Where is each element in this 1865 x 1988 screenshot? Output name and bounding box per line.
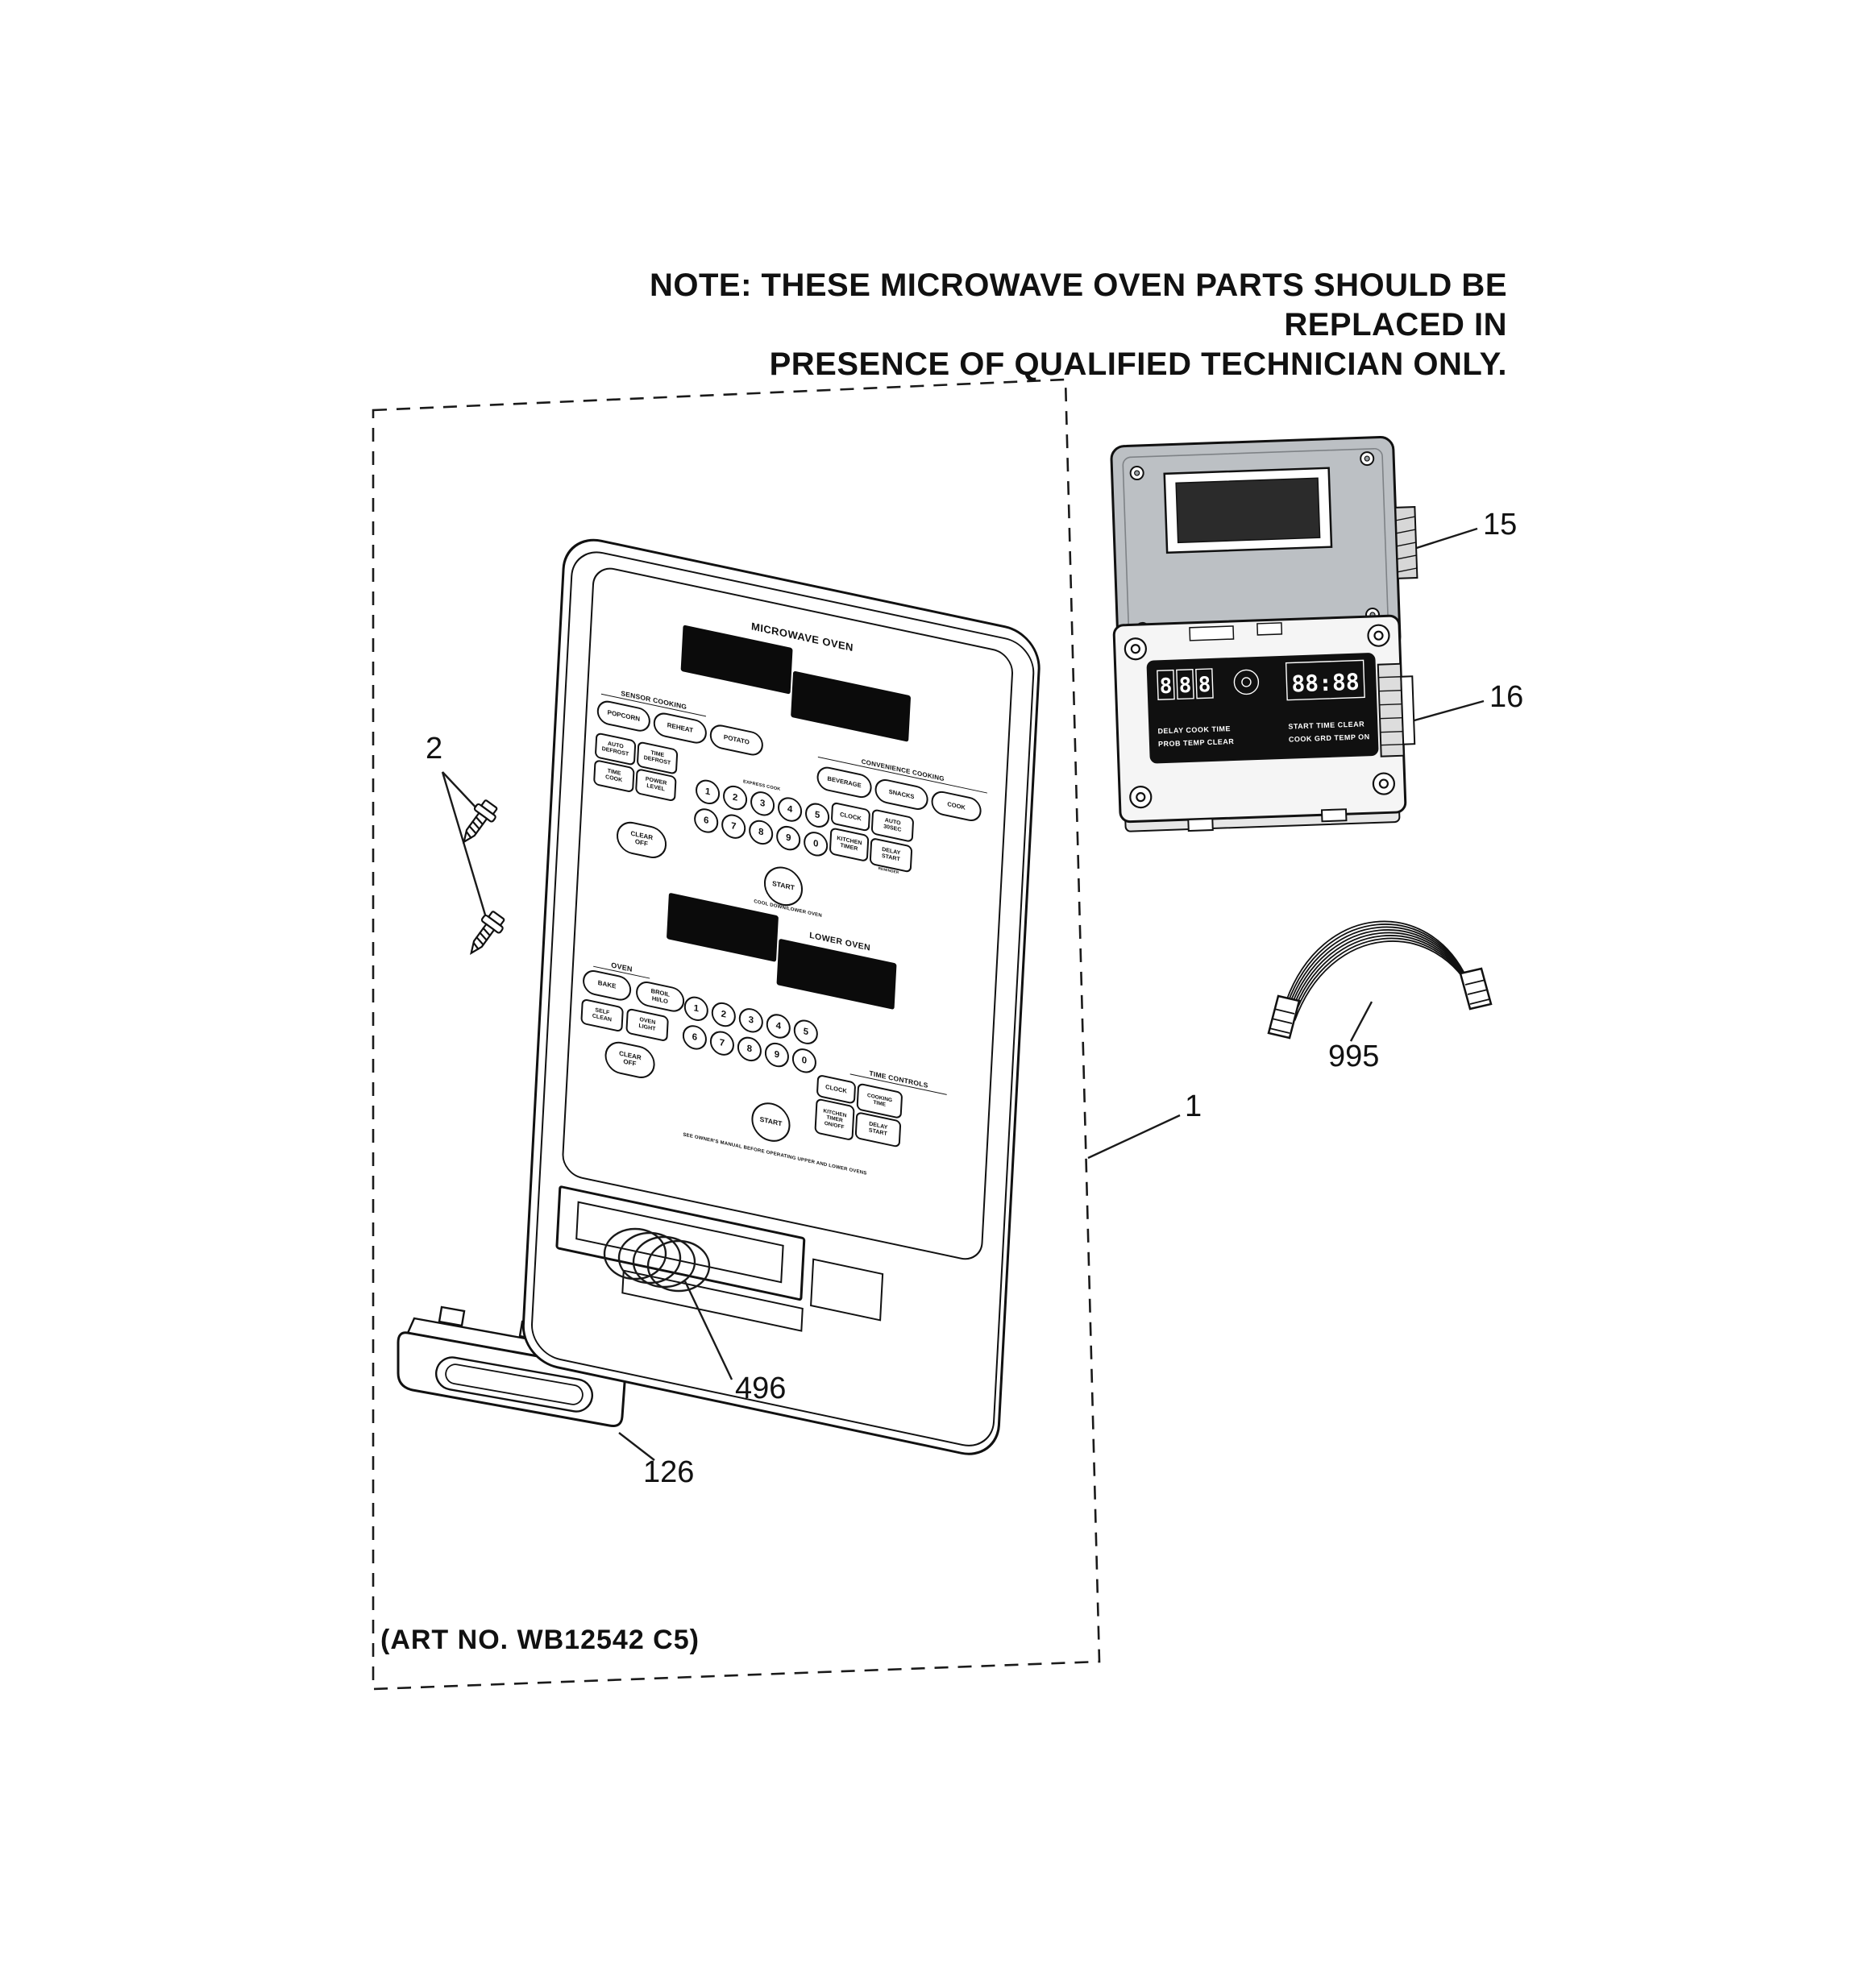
board16-legend: COOK GRD TEMP ON [1289, 733, 1370, 744]
ribbon-connector-right [1459, 967, 1493, 1011]
board16-legend: DELAY COOK TIME [1157, 724, 1231, 735]
board16-emblem-icon [1233, 669, 1260, 695]
board16-digit: 8 [1159, 674, 1173, 699]
callout-126: 126 [643, 1455, 695, 1489]
grille-slot [434, 1356, 594, 1413]
board16-digit: 8 [1178, 674, 1192, 699]
callout-1: 1 [1185, 1089, 1202, 1123]
display-window-glass [1175, 477, 1321, 544]
board16-digit: 8 [1198, 673, 1211, 698]
board16-clock-digits: 88:88 [1291, 669, 1360, 698]
ribbon-connector-left [1267, 994, 1301, 1040]
control-board: 8 8 8 88:88 DELAY COOK TIME PROB TEMP CL… [1112, 614, 1416, 832]
ribbon-cable [1267, 920, 1493, 1040]
grille-trim [397, 1305, 626, 1427]
callout-995: 995 [1328, 1040, 1380, 1073]
note-line-1: NOTE: THESE MICROWAVE OVEN PARTS SHOULD … [649, 268, 1507, 342]
callout-496: 496 [735, 1372, 787, 1405]
callout-16: 16 [1489, 680, 1524, 714]
spring-coil [603, 1227, 711, 1293]
board16-display-module [1146, 653, 1379, 764]
callout-2: 2 [426, 732, 443, 766]
board16-legend: START TIME CLEAR [1288, 720, 1364, 730]
leader-spring [683, 1280, 733, 1380]
note-line-2: PRESENCE OF QUALIFIED TECHNICIAN ONLY. [769, 347, 1507, 382]
technician-note: NOTE: THESE MICROWAVE OVEN PARTS SHOULD … [484, 266, 1507, 384]
assembly-boundary-dashed [372, 378, 1101, 1691]
callout-15: 15 [1483, 508, 1518, 542]
board16-legend: PROB TEMP CLEAR [1158, 737, 1235, 748]
board16-corner-bosses [1124, 624, 1396, 809]
display-board [1110, 435, 1418, 660]
art-number: (ART NO. WB12542 C5) [380, 1625, 700, 1655]
callout-leader-lines [441, 527, 1485, 1461]
